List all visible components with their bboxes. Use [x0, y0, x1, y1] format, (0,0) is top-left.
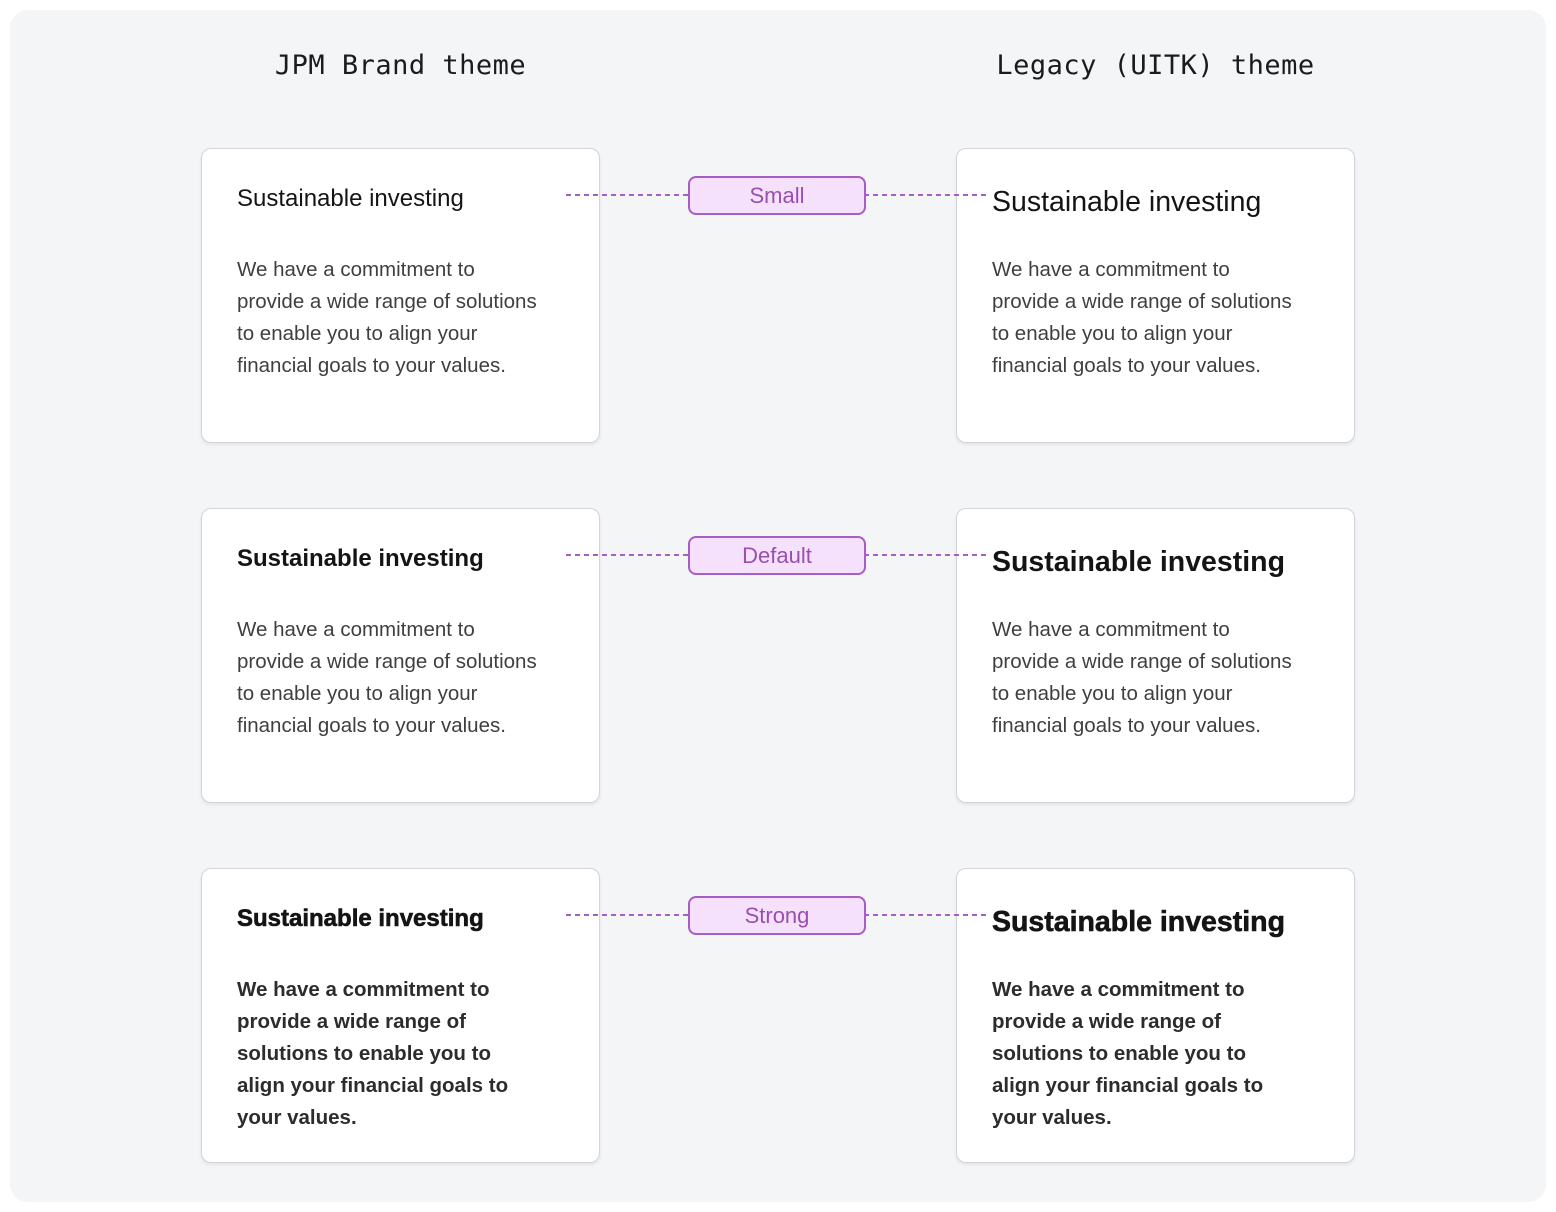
connector-line-right-strong: [864, 914, 988, 916]
card-body-text: We have a commitment to provide a wide r…: [992, 978, 1264, 1129]
column-title-jpm-brand-theme: JPM Brand theme: [274, 50, 527, 81]
card-heading: Sustainable investing: [237, 905, 484, 933]
card-body-text: We have a commitment to provide a wide r…: [992, 258, 1292, 377]
card-body-text: We have a commitment to provide a wide r…: [237, 618, 537, 737]
variant-badge-small: Small: [688, 176, 866, 215]
connector-line-left-default: [566, 554, 690, 556]
card-heading: Sustainable investing: [237, 545, 484, 572]
card-legacy-default: Sustainable investing We have a commitme…: [956, 508, 1355, 803]
connector-line-left-strong: [566, 914, 690, 916]
card-heading: Sustainable investing: [992, 546, 1285, 578]
variant-badge-default: Default: [688, 536, 866, 575]
connector-line-left-small: [566, 194, 690, 196]
column-title-legacy-uitk-theme: Legacy (UITK) theme: [996, 50, 1315, 81]
variant-badge-strong: Strong: [688, 896, 866, 935]
card-heading: Sustainable investing: [992, 186, 1262, 218]
card-body-text: We have a commitment to provide a wide r…: [237, 258, 537, 377]
card-jpm-strong: Sustainable investing We have a commitme…: [201, 868, 600, 1163]
connector-line-right-small: [864, 194, 988, 196]
card-legacy-strong: Sustainable investing We have a commitme…: [956, 868, 1355, 1163]
card-legacy-small: Sustainable investing We have a commitme…: [956, 148, 1355, 443]
connector-line-right-default: [864, 554, 988, 556]
card-body-text: We have a commitment to provide a wide r…: [237, 978, 509, 1129]
card-jpm-small: Sustainable investing We have a commitme…: [201, 148, 600, 443]
card-heading: Sustainable investing: [237, 185, 464, 212]
card-heading: Sustainable investing: [992, 906, 1286, 939]
card-body-text: We have a commitment to provide a wide r…: [992, 618, 1292, 737]
card-jpm-default: Sustainable investing We have a commitme…: [201, 508, 600, 803]
